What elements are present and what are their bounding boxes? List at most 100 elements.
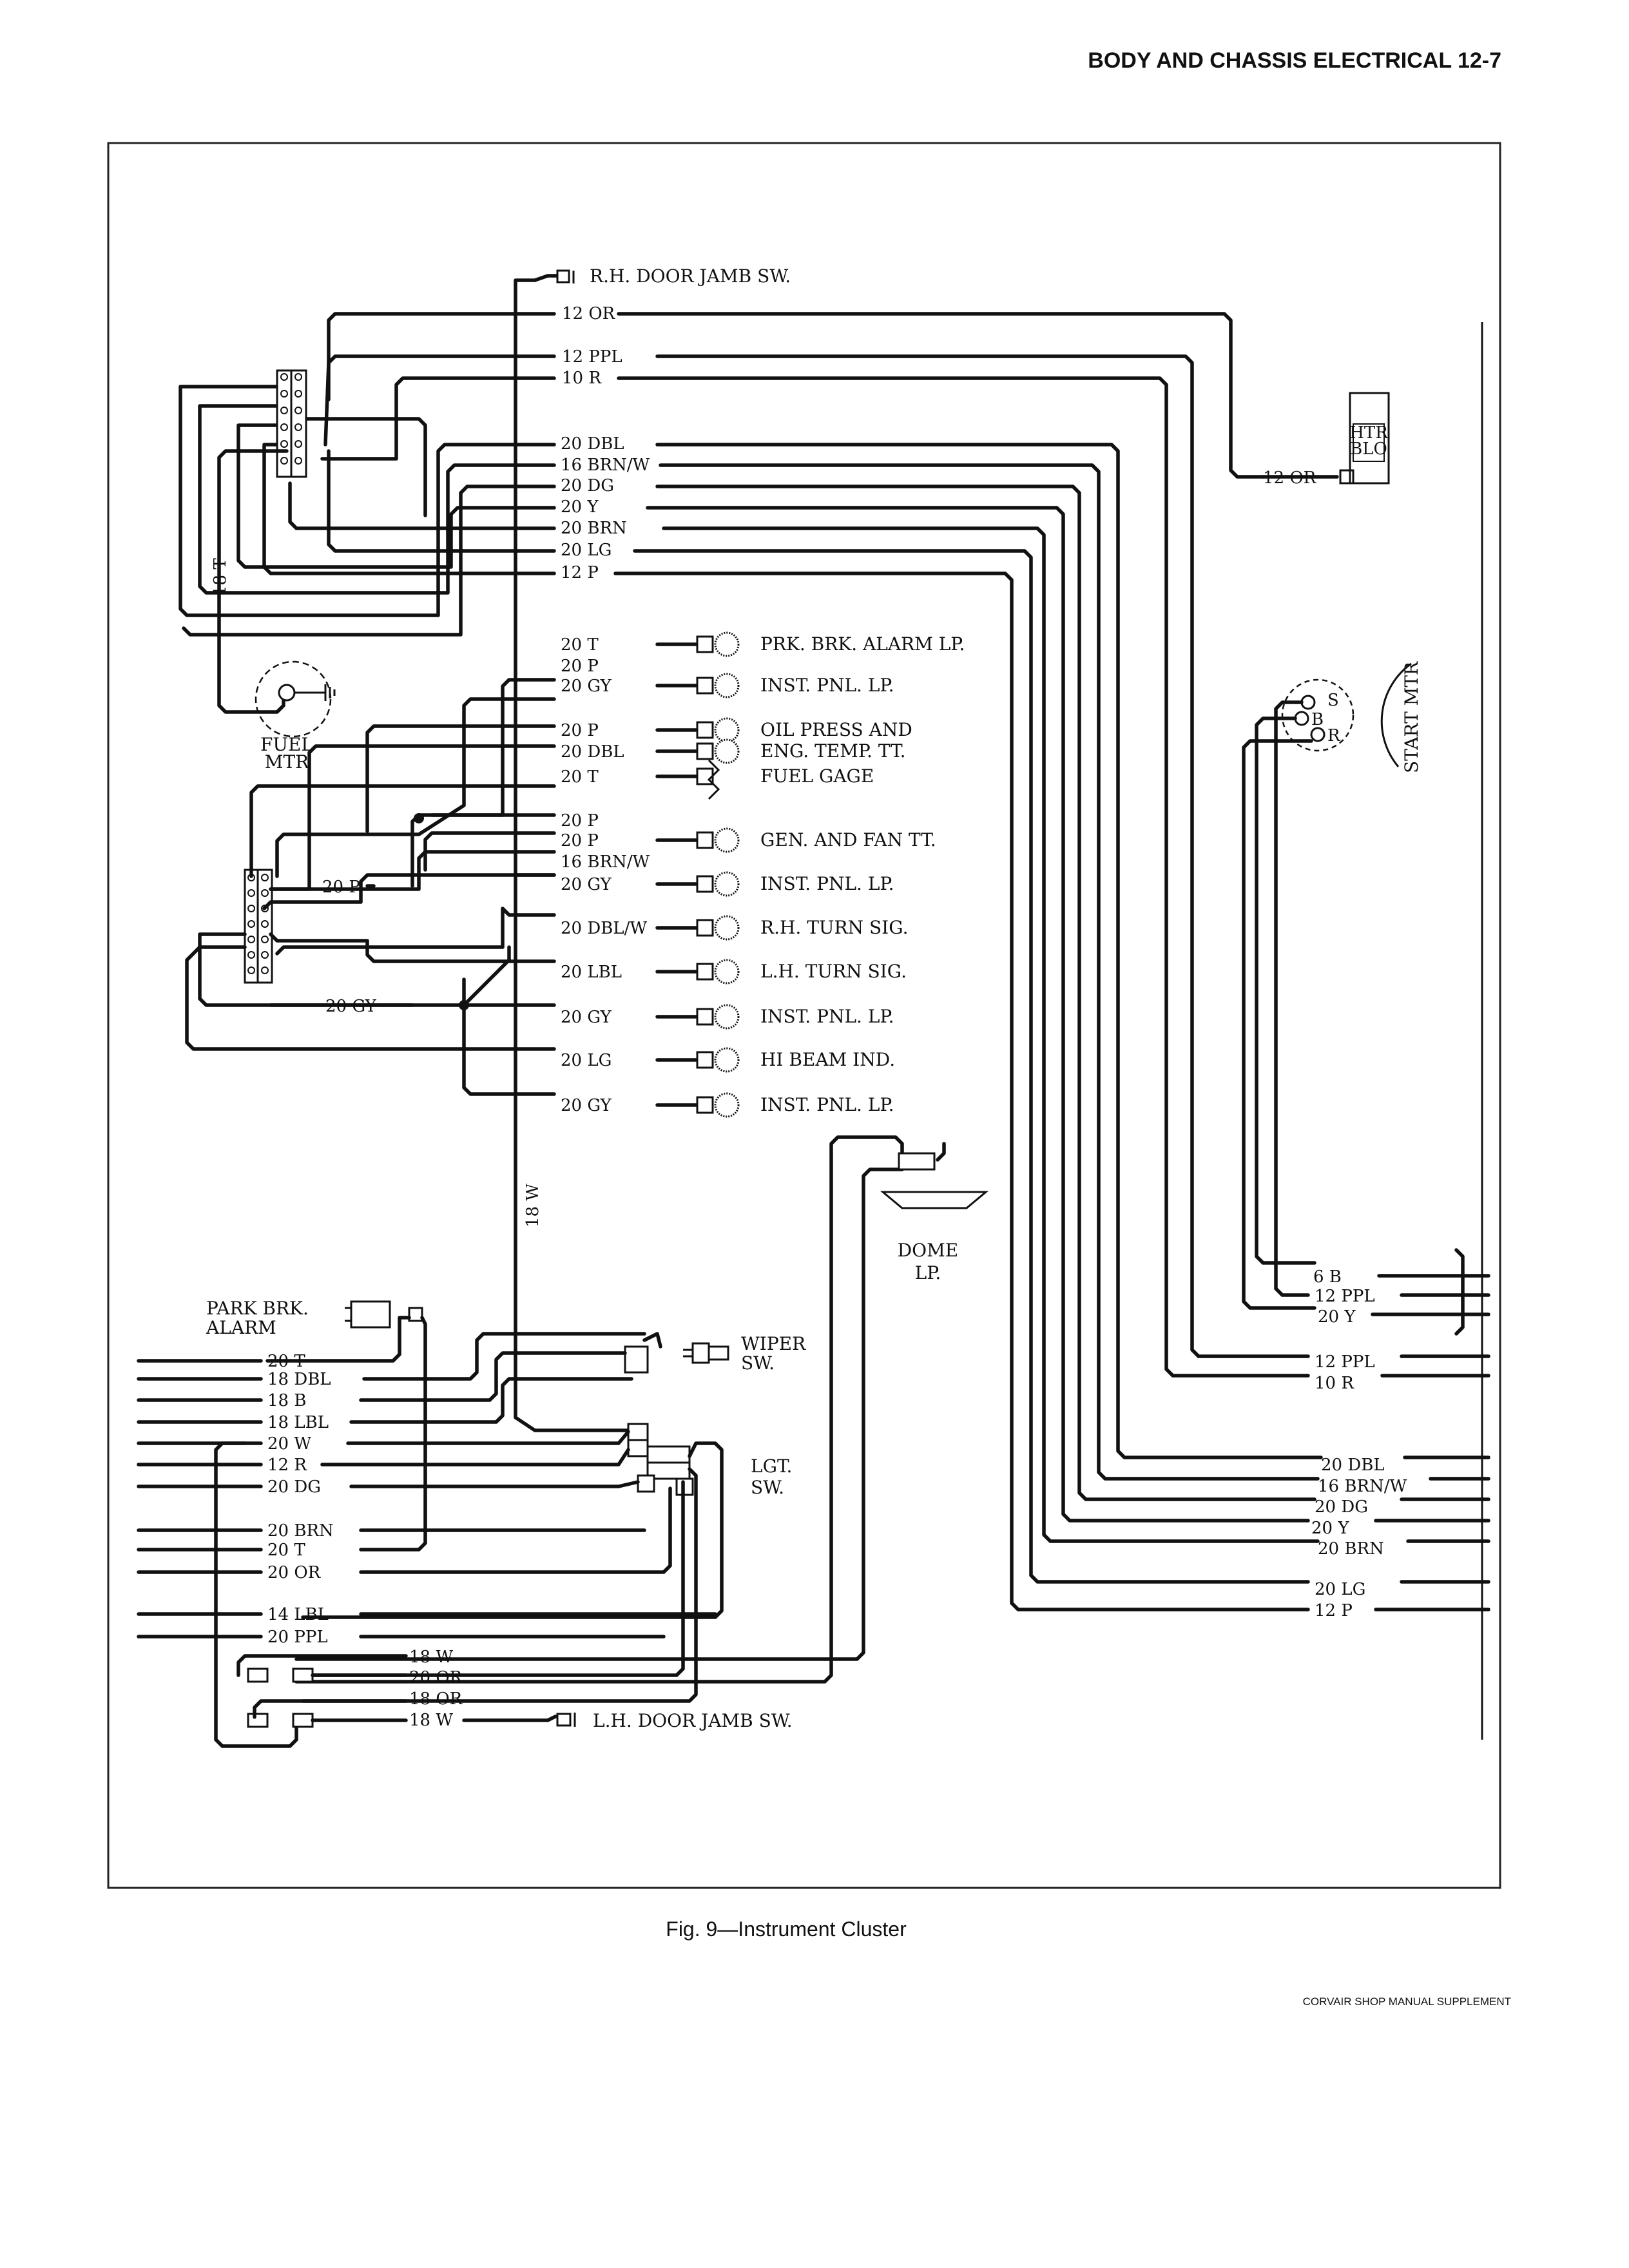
footer-text: CORVAIR SHOP MANUAL SUPPLEMENT bbox=[1303, 1995, 1511, 2008]
right-wire-label: 16 BRN/W bbox=[1318, 1477, 1407, 1496]
wire-18t bbox=[217, 449, 289, 714]
diagram-frame bbox=[107, 142, 1501, 1889]
park-brake-alarm: PARK BRK. ALARM bbox=[206, 1298, 427, 1552]
lamp-component-label: R.H. TURN SIG. bbox=[760, 917, 908, 938]
lamp-component-label: INST. PNL. LP. bbox=[760, 675, 894, 696]
label-20p-left: 20 P bbox=[322, 878, 360, 897]
lamp-wire-label: 20 GY bbox=[561, 677, 612, 696]
htr-blo-label: HTR bbox=[1349, 423, 1389, 443]
bottom-left-wire-label: 20 T bbox=[267, 1541, 305, 1560]
lamp-wire-label: 20 DBL bbox=[561, 742, 624, 762]
lamp-row: 16 BRN/W bbox=[561, 852, 650, 872]
bulb-icon bbox=[714, 717, 740, 743]
start-mtr-label: START MTR bbox=[1401, 661, 1422, 773]
connector-pin bbox=[294, 407, 302, 414]
dome-label: DOME bbox=[898, 1240, 959, 1261]
connector-pin bbox=[280, 440, 288, 448]
top-wire-label: 20 LG bbox=[561, 541, 612, 560]
top-wire-label: 12 OR bbox=[562, 304, 616, 323]
bottom-left-wire-label: 18 B bbox=[267, 1391, 306, 1410]
lamp-row: 20 GY INST. PNL. LP. bbox=[561, 1092, 894, 1118]
bottom-conn-label: 18 W bbox=[409, 1648, 453, 1667]
lamp-component-label: INST. PNL. LP. bbox=[760, 873, 894, 894]
bulb-icon bbox=[714, 915, 740, 941]
lamp-socket bbox=[696, 875, 714, 893]
lamp-row: 20 LG HI BEAM IND. bbox=[561, 1047, 895, 1073]
right-wire-bundle: 6 B 12 PPL 20 Y 12 PPL 10 R 20 DBL 16 BR… bbox=[1311, 1248, 1490, 1620]
connector-pin bbox=[247, 920, 255, 928]
fuel-meter-label: FUEL bbox=[260, 734, 313, 755]
lamp-component-label: OIL PRESS AND bbox=[760, 719, 912, 740]
top-wire-label: 16 BRN/W bbox=[561, 456, 650, 475]
lamp-row: 20 GY INST. PNL. LP. bbox=[561, 673, 894, 698]
fuel-gage-icon bbox=[707, 759, 720, 800]
top-wire-label: 20 Y bbox=[561, 497, 599, 517]
wiper-switch: WIPER SW. bbox=[349, 1332, 806, 1424]
connector-pin bbox=[294, 457, 302, 465]
label-18w: 18 W bbox=[523, 1184, 543, 1227]
lamp-wire-label: 20 T bbox=[561, 635, 599, 655]
lamp-component-label: ENG. TEMP. TT. bbox=[760, 740, 906, 762]
start-b: B bbox=[1311, 710, 1324, 729]
top-wire-bundle: 12 OR 12 PPL 10 R 20 DBL 16 BRN/W 20 DG … bbox=[178, 304, 1323, 1611]
start-motor: S B R START MTR bbox=[1242, 661, 1422, 1310]
connector-pin bbox=[247, 936, 255, 943]
page-header: BODY AND CHASSIS ELECTRICAL 12-7 bbox=[1088, 48, 1501, 73]
right-wire-label: 20 Y bbox=[1311, 1519, 1349, 1538]
top-wire-label: 12 P bbox=[561, 563, 599, 582]
htr-wire-label: 12 OR bbox=[1263, 468, 1317, 488]
start-s: S bbox=[1327, 691, 1339, 710]
lamp-wire-label: 16 BRN/W bbox=[561, 852, 650, 872]
top-wire-label: 20 DG bbox=[561, 476, 614, 495]
lamp-component-label: INST. PNL. LP. bbox=[760, 1006, 894, 1027]
fuel-meter: FUEL MTR bbox=[255, 660, 336, 773]
connector-pin bbox=[280, 407, 288, 414]
connector-pin bbox=[261, 889, 269, 897]
bottom-left-wire-label: 20 T bbox=[267, 1352, 305, 1371]
lamp-wire-label: 20 P bbox=[561, 721, 599, 740]
right-wire-label: 12 PPL bbox=[1315, 1287, 1375, 1306]
lamp-component-label: L.H. TURN SIG. bbox=[760, 961, 907, 982]
lamp-wire-label: 20 P bbox=[561, 657, 599, 676]
lamp-component-label: INST. PNL. LP. bbox=[760, 1094, 894, 1115]
connector-pin bbox=[261, 936, 269, 943]
bottom-left-wire-label: 18 DBL bbox=[267, 1370, 331, 1389]
rh-door-label: R.H. DOOR JAMB SW. bbox=[590, 265, 791, 287]
lamp-component-label: HI BEAM IND. bbox=[760, 1049, 895, 1070]
lamp-component-label: FUEL GAGE bbox=[760, 765, 874, 787]
bulb-icon bbox=[714, 871, 740, 897]
connector-pin bbox=[247, 905, 255, 912]
lamp-wire-label: 20 GY bbox=[561, 1008, 612, 1027]
lamp-socket bbox=[696, 635, 714, 653]
heater-blower: 12 OR HTR BLO bbox=[1261, 392, 1390, 488]
trunk-18w bbox=[514, 278, 633, 1432]
lamp-wire-label: 20 LG bbox=[561, 1051, 612, 1070]
lower-connector-block: 20 P 20 GY bbox=[185, 678, 556, 1096]
lamp-socket bbox=[696, 742, 714, 760]
lamp-row: 20 GY INST. PNL. LP. bbox=[561, 1004, 894, 1030]
lamp-socket bbox=[696, 721, 714, 739]
connector-pin bbox=[294, 440, 302, 448]
connector-pin bbox=[294, 373, 302, 381]
lamp-socket bbox=[696, 677, 714, 695]
lamp-wire-label: 20 GY bbox=[561, 1096, 612, 1115]
connector-pin bbox=[261, 951, 269, 959]
top-wire-label: 10 R bbox=[562, 369, 602, 388]
bottom-left-wire-label: 20 W bbox=[267, 1434, 311, 1454]
right-wire-label: 20 BRN bbox=[1318, 1539, 1384, 1559]
top-wire-label: 20 BRN bbox=[561, 519, 627, 538]
lamp-row: 20 P bbox=[561, 657, 599, 676]
fuel-meter-label: MTR bbox=[265, 751, 309, 773]
connector-pin bbox=[247, 966, 255, 974]
lamp-socket bbox=[696, 831, 714, 849]
bulb-icon bbox=[714, 959, 740, 985]
bulb-icon bbox=[714, 827, 740, 853]
rh-door-jamb-switch: R.H. DOOR JAMB SW. bbox=[533, 265, 791, 287]
park-label: ALARM bbox=[206, 1317, 276, 1338]
park-label: PARK BRK. bbox=[206, 1298, 309, 1319]
